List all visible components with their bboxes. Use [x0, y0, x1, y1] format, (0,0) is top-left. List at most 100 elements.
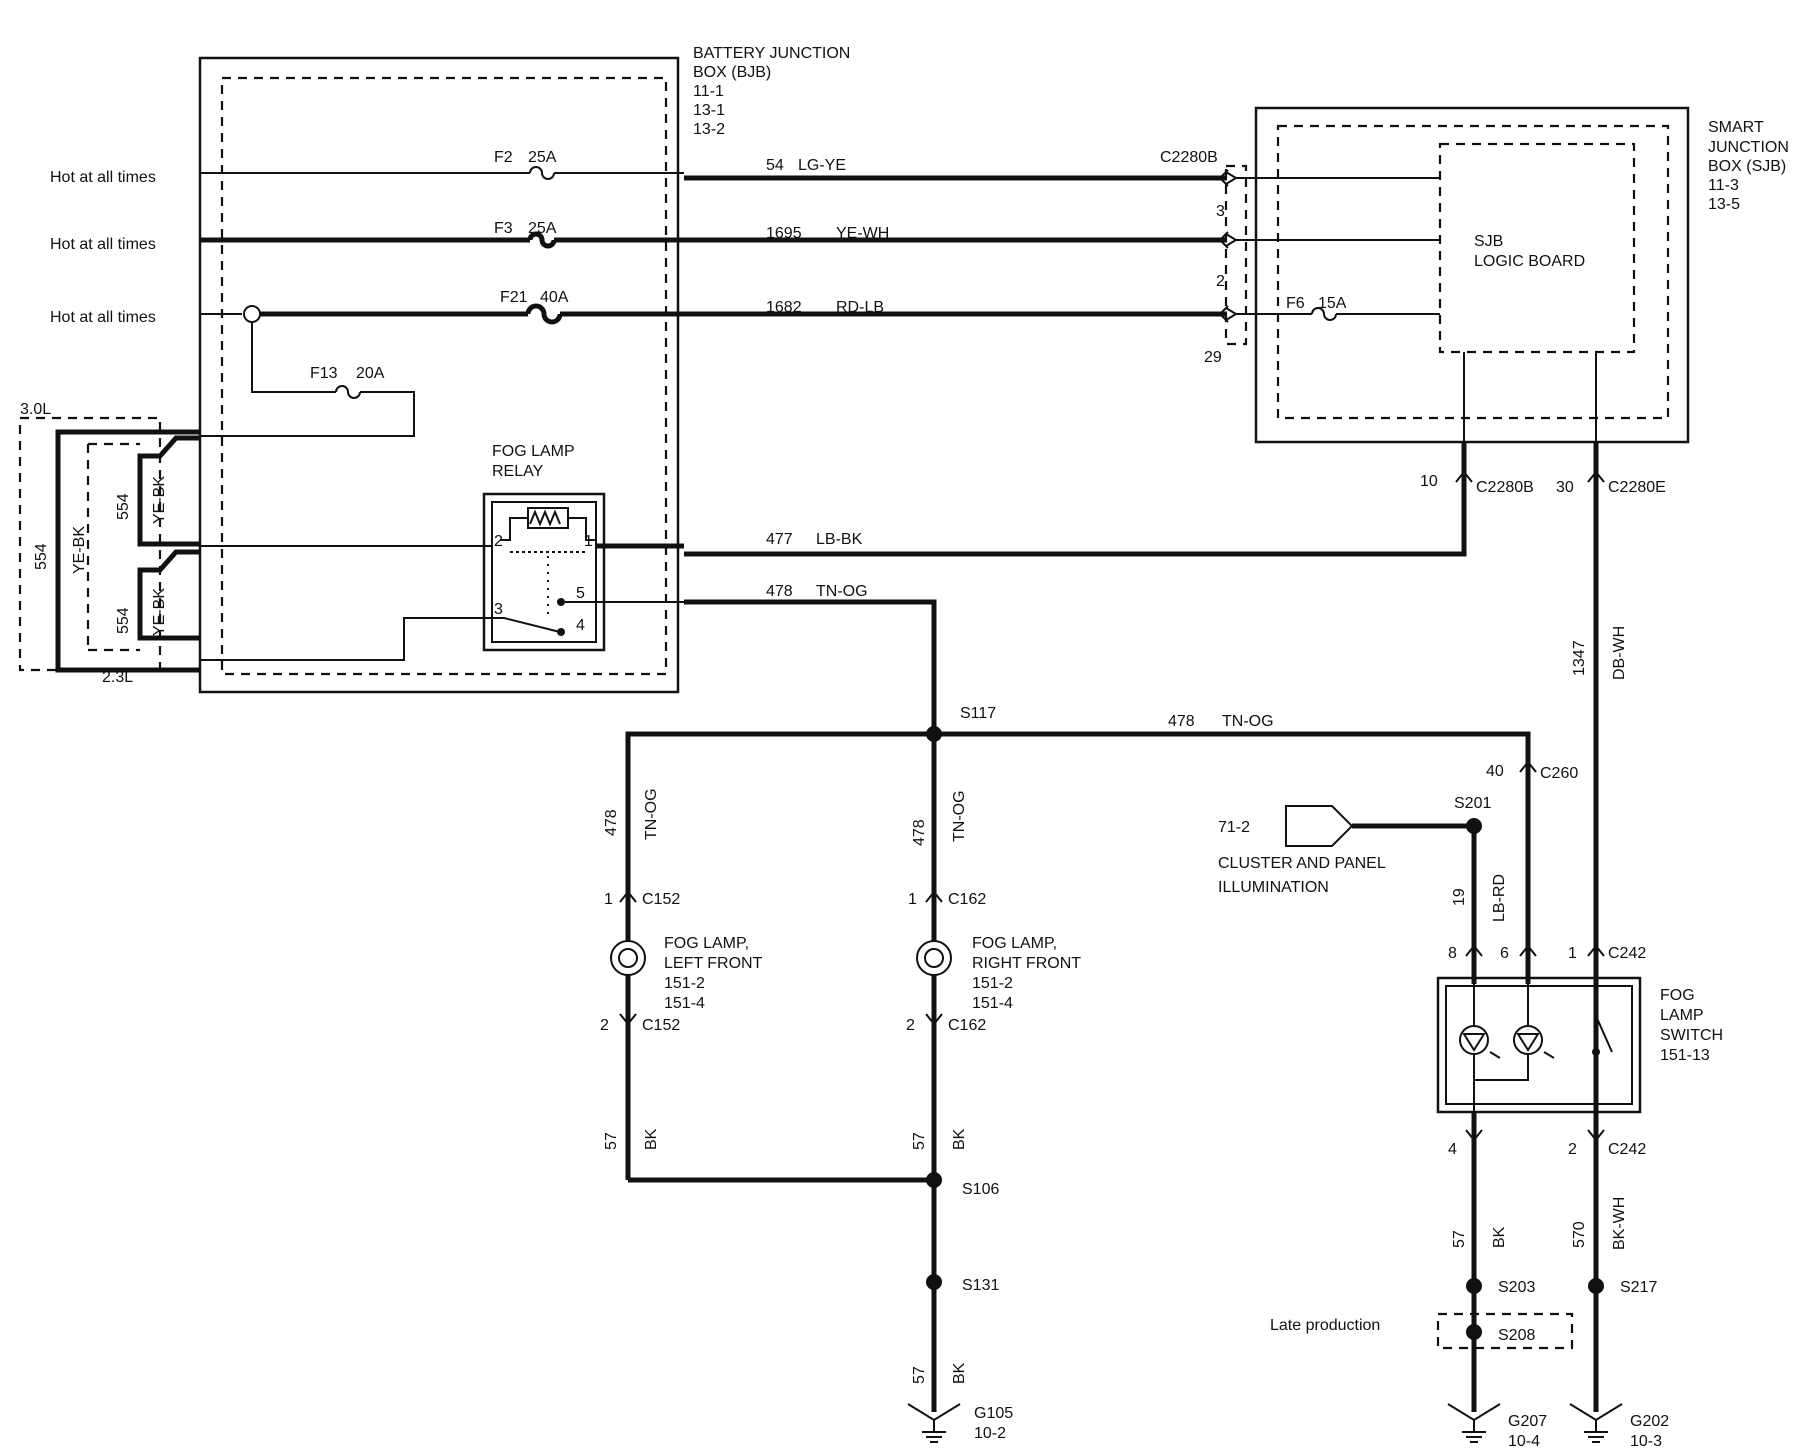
relay-title: FOG LAMP: [492, 443, 575, 460]
c260: C260: [1540, 765, 1578, 782]
fog-right-ref-2: 151-4: [972, 995, 1013, 1012]
fuse-f21-id: F21: [500, 289, 528, 306]
switch-label-2: LAMP: [1660, 1007, 1704, 1024]
wire-1682-circuit: 1682: [766, 299, 802, 316]
splice-s203: S203: [1498, 1279, 1535, 1296]
fog-left-ref-1: 151-2: [664, 975, 705, 992]
wire-1695-circuit: 1695: [766, 225, 802, 242]
fuse-f13-rating: 20A: [356, 365, 385, 382]
wire-19-color: LB-RD: [1491, 874, 1508, 922]
c2280e: C2280E: [1608, 479, 1666, 496]
battery-junction-box: BATTERY JUNCTION BOX (BJB) 11-1 13-1 13-…: [198, 45, 850, 694]
circuit-1682: F21 40A 1682 RD-LB: [200, 289, 1227, 325]
fog-left-label-2: LEFT FRONT: [664, 955, 763, 972]
c242-top: C242: [1608, 945, 1646, 962]
fuse-f2-rating: 25A: [528, 149, 557, 166]
wire-1695-color: YE-WH: [836, 225, 889, 242]
ground-g202-id: G202: [1630, 1413, 1669, 1430]
relay-pin-3: 3: [494, 601, 503, 618]
splice-s201: S201: [1454, 795, 1491, 812]
relay-pin-1: 1: [584, 533, 593, 550]
wire-54-color: LG-YE: [798, 157, 846, 174]
wire-478l-circuit: 478: [603, 809, 620, 836]
ground-g207-id: G207: [1508, 1413, 1547, 1430]
c242-bottom: C242: [1608, 1141, 1646, 1158]
switch-ref: 151-13: [1660, 1047, 1710, 1064]
wire-554a-circuit: 554: [33, 543, 50, 570]
sjb-ref-1: 11-3: [1708, 177, 1739, 194]
wire-57s-color: BK: [1491, 1226, 1508, 1248]
ground-g105-id: G105: [974, 1405, 1013, 1422]
sjb-logic-1: SJB: [1474, 233, 1503, 250]
engine-30l: 3.0L: [20, 401, 51, 418]
hot-label-3: Hot at all times: [50, 309, 156, 326]
sjb-title-2: JUNCTION: [1708, 139, 1789, 156]
c260-pin: 40: [1486, 763, 1504, 780]
sjb-logic-2: LOGIC BOARD: [1474, 253, 1585, 270]
wire-478b-color: TN-OG: [1222, 713, 1274, 730]
fog-right-label-2: RIGHT FRONT: [972, 955, 1081, 972]
relay-pin-4: 4: [576, 617, 585, 634]
ground-g207-ref: 10-4: [1508, 1433, 1540, 1450]
circuit-554-loop: 3.0L 2.3L 554 YE-BK 554 YE-BK 554 YE-BK: [18, 401, 200, 686]
c162-top: C162: [948, 891, 986, 908]
wire-1347-circuit: 1347: [1571, 640, 1588, 676]
fog-lamp-switch: 8 6 1 C242 FOG LAMP SWITCH 151-13 4 2 C2…: [1436, 944, 1723, 1158]
fog-lamp-relay: FOG LAMP RELAY 2 1 3 5 4: [200, 443, 606, 661]
wire-57b-circuit: 57: [911, 1366, 928, 1384]
fog-right-ref-1: 151-2: [972, 975, 1013, 992]
c242-bottom-pin-4: 4: [1448, 1141, 1457, 1158]
late-production: Late production: [1270, 1317, 1380, 1334]
c242-top-pin-6: 6: [1500, 945, 1509, 962]
bjb-ref-2: 13-1: [693, 102, 725, 119]
cluster-illumination: 71-2 CLUSTER AND PANEL ILLUMINATION S201…: [1218, 795, 1508, 984]
relay-pin-2: 2: [494, 533, 503, 550]
c152-top: C152: [642, 891, 680, 908]
c242-bottom-pin-2: 2: [1568, 1141, 1577, 1158]
splice-s131: S131: [962, 1277, 999, 1294]
wire-477-circuit: 477: [766, 531, 793, 548]
wire-554c-color: YE-BK: [151, 588, 168, 636]
bjb-title: BATTERY JUNCTION: [693, 45, 850, 62]
cluster-ref: 71-2: [1218, 819, 1250, 836]
c242-top-pin-1: 1: [1568, 945, 1577, 962]
switch-label-1: FOG: [1660, 987, 1695, 1004]
c2280b-bottom: C2280B: [1476, 479, 1534, 496]
wire-57b-color: BK: [951, 1362, 968, 1384]
engine-23l: 2.3L: [102, 669, 133, 686]
fog-left-ref-2: 151-4: [664, 995, 705, 1012]
ground-g202-ref: 10-3: [1630, 1433, 1662, 1450]
fuse-f13: F13 20A: [200, 322, 415, 437]
wire-554b-color: YE-BK: [151, 476, 168, 524]
circuit-1695: F3 25A 1695 YE-WH: [200, 220, 1227, 249]
circuit-478-bus: S117 478 TN-OG 40 C260: [625, 705, 1578, 1180]
c2280b-top: C2280B: [1160, 149, 1218, 166]
c162-bottom: C162: [948, 1017, 986, 1034]
wire-57l-color: BK: [643, 1128, 660, 1150]
sjb-outputs: 10 C2280B 30 C2280E 1347 DB-WH: [1420, 442, 1666, 1412]
wire-478r-color: TN-OG: [951, 790, 968, 842]
ground-g105-ref: 10-2: [974, 1425, 1006, 1442]
c2280e-pin: 30: [1556, 479, 1574, 496]
relay-title-2: RELAY: [492, 463, 544, 480]
wire-1347-color: DB-WH: [1611, 626, 1628, 680]
fog-lamp-left-front: 478 TN-OG 1 C152 FOG LAMP, LEFT FRONT 15…: [600, 788, 934, 1183]
cluster-label-1: CLUSTER AND PANEL: [1218, 855, 1386, 872]
wire-57r-color: BK: [951, 1128, 968, 1150]
sjb-ref-2: 13-5: [1708, 196, 1740, 213]
bjb-ref-1: 11-1: [693, 83, 724, 100]
splice-s117: S117: [960, 705, 996, 722]
splice-s106: S106: [962, 1181, 999, 1198]
fog-right-label-1: FOG LAMP,: [972, 935, 1057, 952]
switch-grounds: 57 BK 570 BK-WH S203 S217 S208 Late prod…: [1270, 1112, 1669, 1450]
hot-label-2: Hot at all times: [50, 236, 156, 253]
c2280b-pin-2: 2: [1216, 273, 1225, 290]
fuse-f3-id: F3: [494, 220, 513, 237]
fog-left-label-1: FOG LAMP,: [664, 935, 749, 952]
c2280b-pin-3: 3: [1216, 203, 1225, 220]
fuse-f3-rating: 25A: [528, 220, 557, 237]
sjb-title: SMART: [1708, 119, 1764, 136]
wire-477-color: LB-BK: [816, 531, 863, 548]
wire-478r-circuit: 478: [911, 819, 928, 846]
